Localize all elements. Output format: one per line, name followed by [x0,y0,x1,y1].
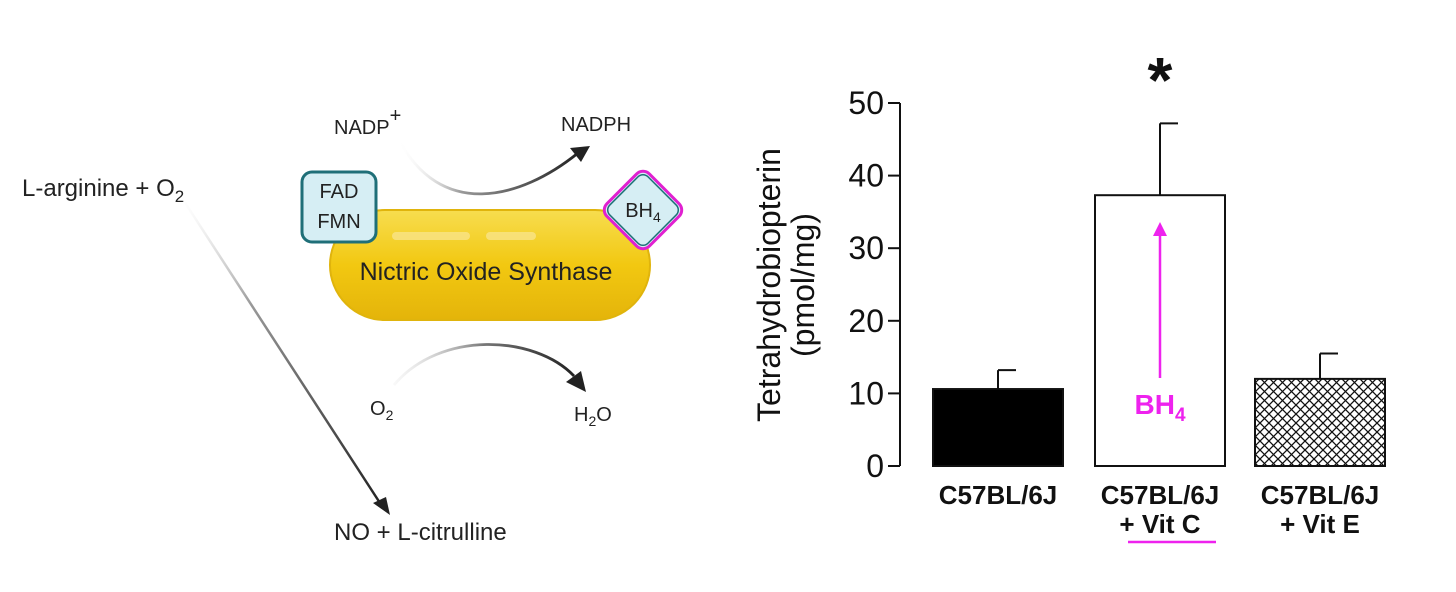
bh4-annotation-label: BH4 [1134,389,1185,426]
bottom-curve-arrow [392,343,576,386]
bar-2 [1254,377,1386,468]
top-curve-arrow [396,137,579,196]
bar-chart: Tetrahydrobiopterin (pmol/mg) 0 10 20 30 40 5… [751,44,1386,544]
fmn-label: FMN [317,211,360,233]
diagonal-arrow [180,197,382,504]
substrate-label: L-arginine + O2 [22,175,184,206]
x-label-1-line2: + Vit C [1119,509,1200,539]
water-label: H2O [574,404,612,429]
y-tick-label-40: 40 [848,158,884,194]
bottom-arrow-head [566,371,586,392]
y-axis-title-line1: Tetrahydrobiopterin [751,148,787,422]
pathway-panel: L-arginine + O2 NO + L-citrulline NADP+ … [22,105,684,546]
flavin-box [300,170,378,244]
y-tick-label-50: 50 [848,85,884,121]
y-tick-label-20: 20 [848,303,884,339]
annotations: * BH4 [1128,44,1216,544]
nadph-label: NADPH [561,114,631,136]
x-label-1-line1: C57BL/6J [1101,480,1220,510]
x-label-0-line1: C57BL/6J [939,480,1058,510]
y-axis-title: Tetrahydrobiopterin (pmol/mg) [751,148,821,422]
nadp-label: NADP+ [334,105,401,139]
y-tick-label-10: 10 [848,375,884,411]
x-label-2-line2: + Vit E [1280,509,1360,539]
bh4-label: BH4 [625,200,661,225]
enzyme-label: Nictric Oxide Synthase [360,258,613,286]
fad-label: FAD [320,181,359,203]
y-tick-label-0: 0 [866,448,884,484]
enzyme-highlight-2 [486,232,536,240]
y-axis-title-line2: (pmol/mg) [785,213,821,357]
y-tick-label-30: 30 [848,230,884,266]
x-label-2-line1: C57BL/6J [1261,480,1380,510]
bh4-arrow-head [1153,222,1167,236]
oxygen-label: O2 [370,398,394,423]
bh4-diamond-inner [606,173,680,247]
bar-0 [932,388,1064,468]
top-arrow-head [570,146,590,162]
products-label: NO + L-citrulline [334,519,507,546]
significance-asterisk: * [1148,44,1173,116]
enzyme-highlight-1 [392,232,470,240]
diagonal-arrow-head [373,497,390,515]
y-ticks: 0 10 20 30 40 50 [848,85,900,484]
